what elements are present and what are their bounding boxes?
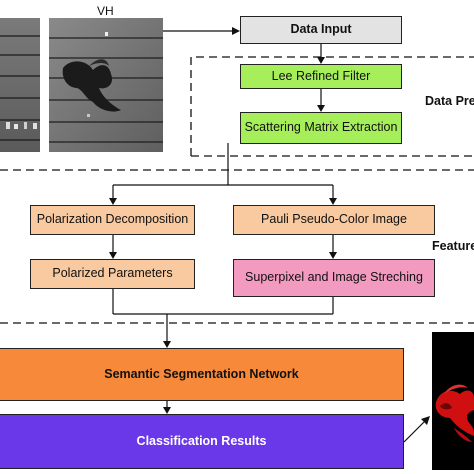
classification-results-box: Classification Results xyxy=(0,414,404,469)
vh-radar-texture xyxy=(49,18,163,152)
polarization-decomposition-box: Polarization Decomposition xyxy=(30,205,195,235)
preprocessing-label: Data Pre xyxy=(425,94,474,108)
lee-filter-box: Lee Refined Filter xyxy=(240,64,402,89)
pauli-image-box: Pauli Pseudo-Color Image xyxy=(233,205,435,235)
classification-result-image xyxy=(432,332,474,470)
polarized-parameters-box: Polarized Parameters xyxy=(30,259,195,289)
result-map-texture xyxy=(435,384,474,442)
semantic-segmentation-box: Semantic Segmentation Network xyxy=(0,348,404,401)
vv-radar-texture xyxy=(0,35,40,141)
vh-radar-image xyxy=(49,18,163,152)
feature-label: Feature xyxy=(432,239,474,253)
data-input-box: Data Input xyxy=(240,16,402,44)
preprocessing-frame xyxy=(190,56,474,156)
vv-radar-image xyxy=(0,18,40,152)
vh-label: VH xyxy=(97,4,114,18)
scattering-matrix-box: Scattering Matrix Extraction xyxy=(240,112,402,144)
arrow-classification-to-result xyxy=(403,421,425,443)
superpixel-box: Superpixel and Image Streching xyxy=(233,259,435,297)
